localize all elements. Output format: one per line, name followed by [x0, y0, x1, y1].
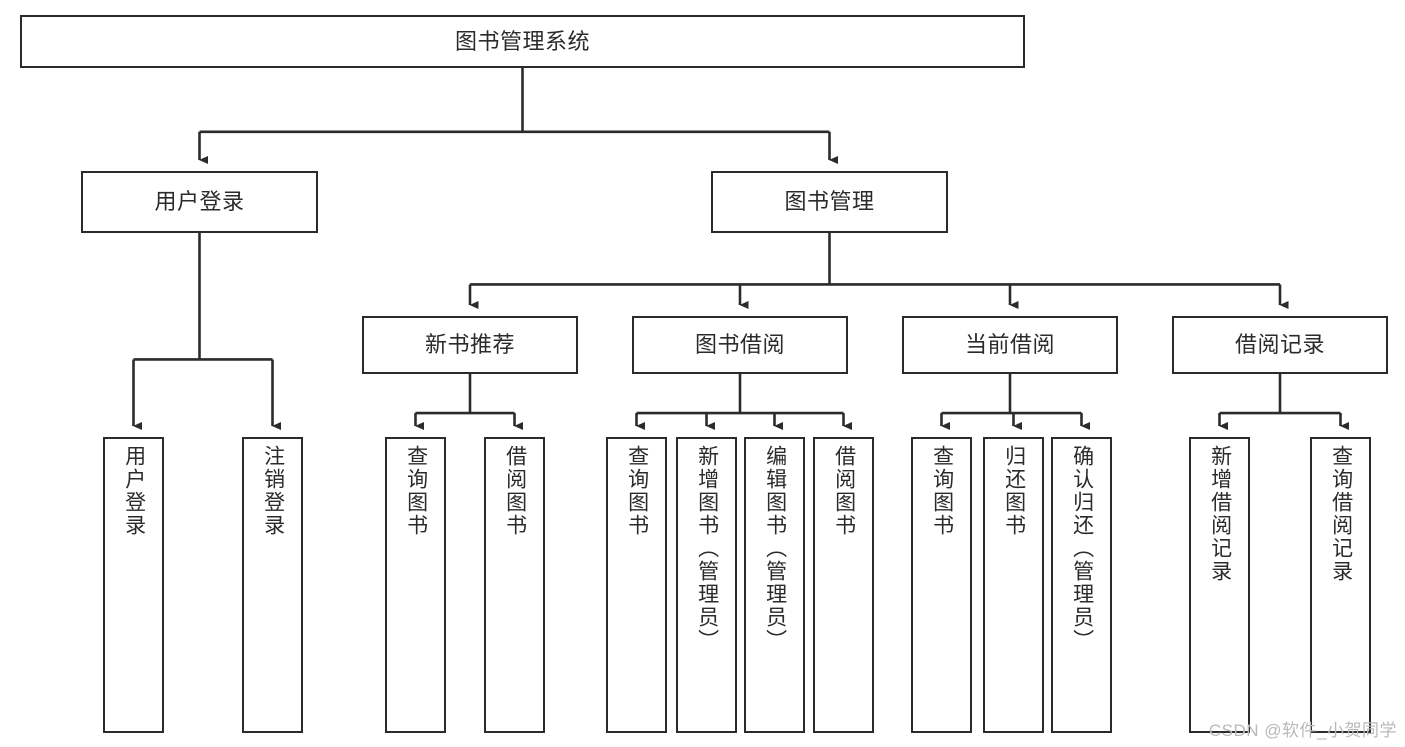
leaf-borrow-book[interactable]: 借阅图书 [813, 437, 874, 733]
leaf-add-borrow-record-label: 新增借阅记录 [1208, 445, 1232, 583]
leaf-query-book-recommend[interactable]: 查询图书 [385, 437, 446, 733]
node-book-borrow[interactable]: 图书借阅 [632, 316, 848, 374]
leaf-add-book-admin-label: 新增图书（管理员） [695, 445, 719, 652]
leaf-add-book-admin[interactable]: 新增图书（管理员） [676, 437, 737, 733]
leaf-query-book-label: 查询图书 [625, 445, 649, 537]
node-user-login[interactable]: 用户登录 [81, 171, 318, 233]
node-new-book-recommend[interactable]: 新书推荐 [362, 316, 578, 374]
leaf-borrow-book-recommend[interactable]: 借阅图书 [484, 437, 545, 733]
leaf-query-borrow-record[interactable]: 查询借阅记录 [1310, 437, 1371, 733]
leaf-user-login[interactable]: 用户登录 [103, 437, 164, 733]
node-user-login-label: 用户登录 [154, 189, 245, 215]
leaf-query-book-current[interactable]: 查询图书 [911, 437, 972, 733]
node-borrow-record-label: 借阅记录 [1234, 332, 1325, 358]
node-book-management[interactable]: 图书管理 [711, 171, 948, 233]
leaf-edit-book-admin[interactable]: 编辑图书（管理员） [744, 437, 805, 733]
leaf-user-logout[interactable]: 注销登录 [242, 437, 303, 733]
leaf-edit-book-admin-label: 编辑图书（管理员） [763, 445, 787, 652]
node-current-borrow[interactable]: 当前借阅 [902, 316, 1118, 374]
leaf-return-book[interactable]: 归还图书 [983, 437, 1044, 733]
node-borrow-record[interactable]: 借阅记录 [1172, 316, 1388, 374]
node-root-label: 图书管理系统 [454, 28, 590, 54]
leaf-query-borrow-record-label: 查询借阅记录 [1329, 445, 1353, 583]
leaf-confirm-return-admin-label: 确认归还（管理员） [1070, 445, 1094, 652]
leaf-add-borrow-record[interactable]: 新增借阅记录 [1189, 437, 1250, 733]
node-current-borrow-label: 当前借阅 [964, 332, 1055, 358]
leaf-user-login-label: 用户登录 [122, 445, 146, 537]
node-book-management-label: 图书管理 [784, 189, 875, 215]
csdn-watermark: CSDN @软件_小贺同学 [1208, 721, 1397, 740]
node-root[interactable]: 图书管理系统 [20, 15, 1025, 68]
leaf-confirm-return-admin[interactable]: 确认归还（管理员） [1051, 437, 1112, 733]
leaf-query-book-current-label: 查询图书 [930, 445, 954, 537]
leaf-borrow-book-label: 借阅图书 [832, 445, 856, 537]
leaf-query-book[interactable]: 查询图书 [606, 437, 667, 733]
node-new-book-recommend-label: 新书推荐 [424, 332, 515, 358]
leaf-return-book-label: 归还图书 [1002, 445, 1026, 537]
node-book-borrow-label: 图书借阅 [694, 332, 785, 358]
leaf-user-logout-label: 注销登录 [261, 445, 285, 537]
leaf-query-book-recommend-label: 查询图书 [404, 445, 428, 537]
leaf-borrow-book-recommend-label: 借阅图书 [503, 445, 527, 537]
